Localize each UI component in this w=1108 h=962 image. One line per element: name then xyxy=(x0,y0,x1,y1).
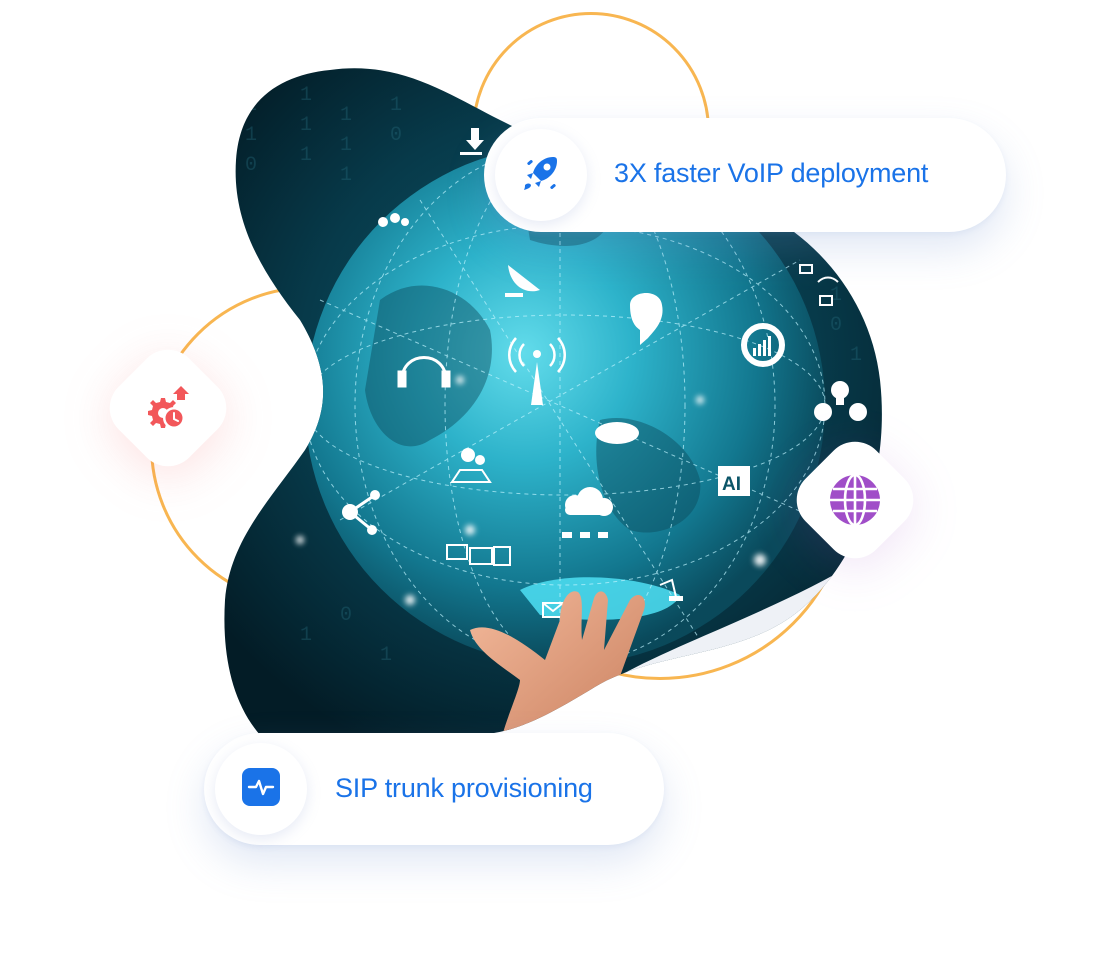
svg-text:0: 0 xyxy=(340,604,352,627)
svg-text:1: 1 xyxy=(340,104,352,127)
icon-bubble xyxy=(495,129,587,221)
feature-pill-sip-trunk: SIP trunk provisioning xyxy=(204,733,664,845)
share-icon xyxy=(342,490,380,535)
icon-bubble xyxy=(215,743,307,835)
pill-label: 3X faster VoIP deployment xyxy=(614,158,929,188)
badge-global xyxy=(784,429,926,571)
headset-icon xyxy=(397,356,451,388)
robot-arm-icon xyxy=(659,578,683,601)
svg-text:1: 1 xyxy=(830,284,842,307)
badge-performance xyxy=(97,337,239,479)
satellite-dish-icon xyxy=(505,265,540,297)
svg-text:0: 0 xyxy=(830,314,842,337)
pill-label: SIP trunk provisioning xyxy=(335,773,593,803)
dashboard-screens-icon xyxy=(446,544,511,566)
svg-text:1: 1 xyxy=(390,94,402,117)
svg-text:1: 1 xyxy=(300,144,312,167)
svg-text:1: 1 xyxy=(300,114,312,137)
svg-text:0: 0 xyxy=(245,154,257,177)
svg-text:1: 1 xyxy=(850,344,862,367)
svg-text:1: 1 xyxy=(300,624,312,647)
ai-chip-icon: AI xyxy=(718,466,750,496)
globe-icon xyxy=(829,474,881,526)
svg-text:0: 0 xyxy=(390,124,402,147)
svg-text:1: 1 xyxy=(300,84,312,107)
svg-text:1: 1 xyxy=(245,124,257,147)
feature-pill-voip-deployment: 3X faster VoIP deployment xyxy=(484,118,1006,232)
svg-text:1: 1 xyxy=(380,644,392,667)
gears-icon xyxy=(378,213,409,227)
antenna-icon xyxy=(508,337,566,405)
pie-chart-icon xyxy=(595,422,639,444)
svg-text:1: 1 xyxy=(245,94,257,117)
download-icon xyxy=(460,128,484,155)
svg-text:AI: AI xyxy=(722,474,741,495)
brain-gears-icon xyxy=(630,292,663,345)
svg-text:1: 1 xyxy=(340,164,352,187)
gear-clock-upgrade-icon xyxy=(143,384,193,432)
activity-pulse-icon xyxy=(241,767,281,812)
svg-text:1: 1 xyxy=(340,134,352,157)
cloud-servers-icon xyxy=(562,487,613,538)
rocket-icon xyxy=(521,153,561,198)
gear-display-icon xyxy=(450,448,492,483)
donut-chart-icon xyxy=(741,323,785,367)
cloud-network-icon xyxy=(814,381,867,421)
